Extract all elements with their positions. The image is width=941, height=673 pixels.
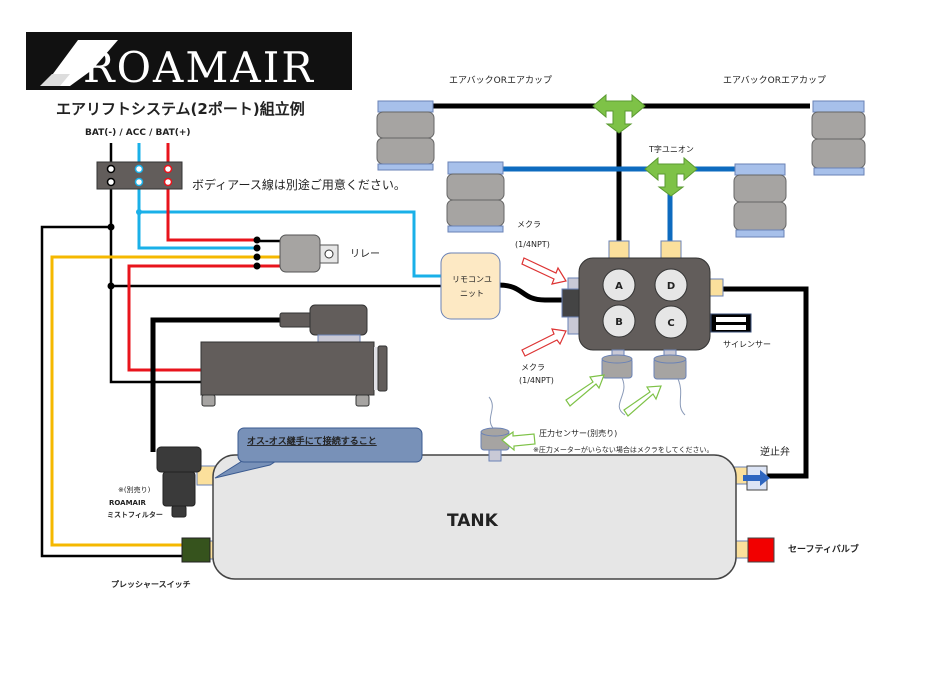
filter-label-2: ROAMAIR: [109, 499, 147, 507]
airbag-label-right: エアバックORエアカップ: [723, 75, 826, 86]
wire-acc-remote: [139, 210, 442, 278]
body-ground-note: ボディアース線は別途ご用意ください。: [192, 177, 406, 192]
pressure-switch: [181, 537, 211, 563]
safety-valve-label: セーフティバルブ: [788, 543, 859, 555]
remote-unit-label-1: リモコンユ: [452, 275, 492, 284]
valve-port-a: A: [602, 268, 636, 302]
airbag-front-right: [733, 163, 787, 238]
svg-text:C: C: [667, 318, 674, 329]
valve-block: A D B C: [561, 240, 752, 416]
callout-text: オス-オス継手にて接続すること: [247, 435, 377, 447]
relay-label: リレー: [350, 249, 380, 260]
plug-top-label-1: メクラ: [517, 220, 541, 229]
terminal-acc-in: [134, 164, 144, 174]
check-valve: [743, 465, 770, 491]
remote-unit-label-2: ニット: [460, 289, 484, 298]
plug-bottom-label-1: メクラ: [521, 363, 545, 372]
svg-text:A: A: [615, 281, 623, 292]
plug-arrow-icons: [521, 257, 567, 357]
filter-label-3: ミストフィルター: [107, 510, 163, 519]
wire-acc-relay: [137, 183, 258, 250]
silencer-label: サイレンサー: [723, 340, 771, 349]
t-union-rear-icon: [592, 93, 646, 134]
svg-text:D: D: [667, 281, 675, 292]
terminal-acc-out: [134, 177, 144, 187]
airbag-front-left: [446, 161, 505, 233]
airbag-rear-right: [811, 100, 866, 176]
air-line-tank-feed: [722, 286, 809, 479]
remote-unit: リモコンユ ニット: [440, 252, 501, 320]
valve-port-c: C: [654, 305, 688, 339]
pressure-sensor-arrow-icon: [501, 430, 536, 452]
flow-arrow-icon: [743, 470, 770, 486]
wire-relay-to-switch: [50, 255, 282, 547]
wire-bat-plus: [166, 183, 258, 242]
terminal-bat-minus-out: [106, 177, 116, 187]
terminal-header: BAT(-) / ACC / BAT(+): [85, 128, 191, 138]
compressor: [200, 304, 388, 407]
plug-top-label-2: (1/4NPT): [515, 240, 550, 249]
tank: TANK: [196, 454, 750, 580]
t-union-label: T字ユニオン: [648, 144, 694, 154]
terminal-block: [96, 161, 183, 190]
callout: オス-オス継手にて接続すること: [214, 427, 423, 479]
wire-relay-to-compressor: [127, 264, 282, 372]
wire-bat-minus: [109, 183, 202, 384]
pressure-sensor: [480, 396, 536, 462]
pressure-sensor-label: 圧力センサー(別売り): [539, 428, 617, 438]
diagram-title: エアリフトシステム(2ポート)組立例: [56, 100, 305, 118]
remote-cable: [497, 282, 568, 303]
air-line-compressor-filter: [150, 317, 282, 452]
valve-port-d: D: [654, 268, 688, 302]
svg-text:B: B: [615, 317, 623, 328]
valve-port-b: B: [602, 304, 636, 338]
wire-ground-to-switch: [40, 225, 182, 558]
t-union-front-icon: [644, 156, 698, 197]
airbags: [376, 100, 866, 238]
filter-label-1: ※(別売り): [118, 485, 151, 494]
logo-text: ROAMAIR: [83, 43, 315, 92]
safety-valve: [747, 537, 775, 563]
solenoid-arrow-icons: [565, 374, 662, 417]
roamair-logo: ROAMAIR: [26, 32, 352, 92]
t-union-icons: [592, 93, 698, 197]
pressure-switch-label: プレッシャースイッチ: [111, 579, 191, 589]
tank-label: TANK: [447, 511, 499, 531]
solenoid-right: [653, 349, 687, 380]
relay: [279, 234, 339, 273]
terminal-bat-minus-in: [106, 164, 116, 174]
check-valve-label: 逆止弁: [760, 445, 790, 458]
silencer: [710, 313, 752, 333]
terminal-bat-plus-in: [163, 164, 173, 174]
plug-bottom-label-2: (1/4NPT): [519, 376, 554, 385]
solenoid-left: [601, 349, 633, 379]
terminal-bat-plus-out: [163, 177, 173, 187]
airbag-rear-left: [376, 100, 435, 171]
pressure-note: ※圧力メーターがいらない場合はメクラをしてください。: [533, 445, 713, 454]
airbag-label-left: エアバックORエアカップ: [449, 75, 552, 86]
mist-filter: [156, 446, 202, 518]
